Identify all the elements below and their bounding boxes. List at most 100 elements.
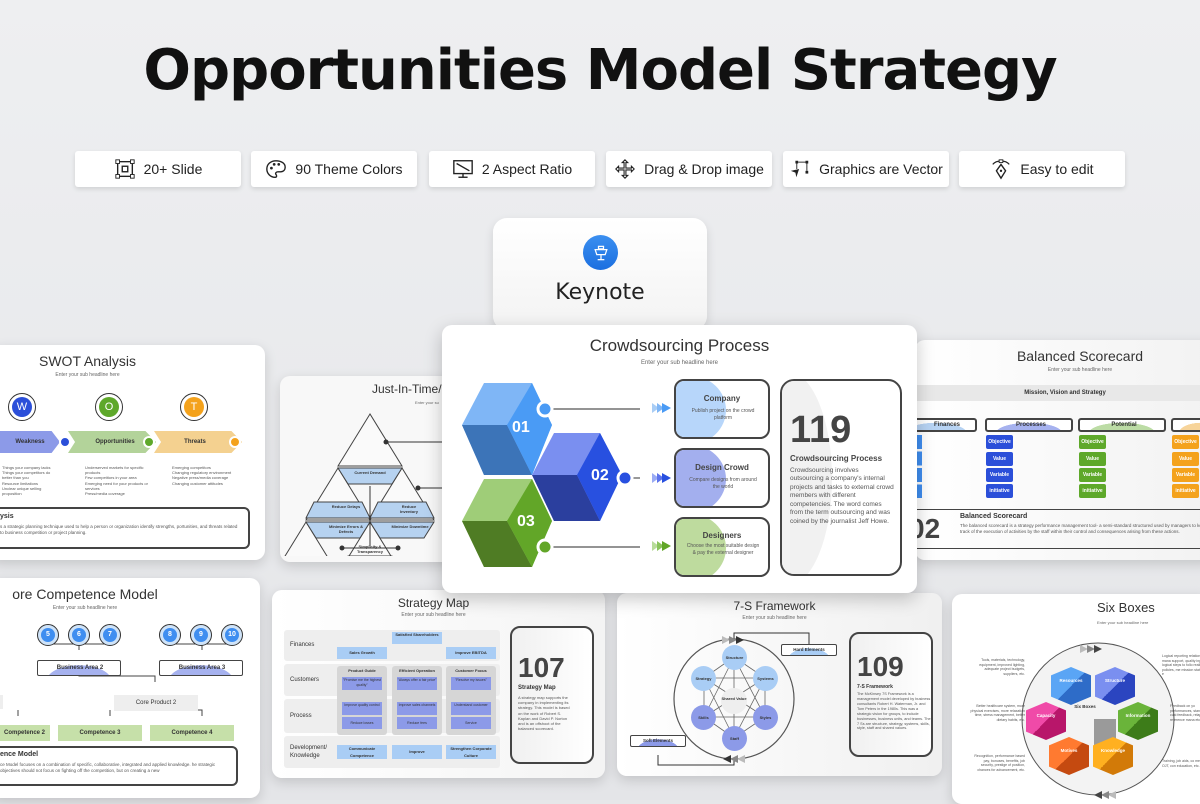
circle-number: 10 — [225, 628, 239, 642]
slide-subtitle: Enter your sub headline here — [401, 612, 466, 618]
slide-balanced-scorecard[interactable]: Balanced Scorecard Enter your sub headli… — [915, 340, 1200, 560]
row-pill: Variable — [986, 468, 1013, 482]
map-node: Improve sales channels — [397, 702, 437, 715]
mission-band: Mission, Vision and Strategy — [915, 385, 1200, 401]
core-description: ence Model ce Model focuses on a combina… — [0, 746, 238, 786]
row-pill: Variable — [1079, 468, 1106, 482]
slide-core-competence[interactable]: ore Competence Model Enter your sub head… — [0, 578, 260, 798]
map-node: "Always offer a fair price" — [397, 677, 437, 690]
jit-cell: Minimize Downtime — [391, 524, 429, 529]
map-node: Improve EBITDA — [446, 647, 496, 659]
map-column-header: Efficient Operation — [399, 668, 435, 673]
row-label: Process — [290, 713, 312, 719]
hex-number: 03 — [517, 513, 535, 530]
map-node: Improve — [392, 745, 442, 759]
step-card-designers: Designers Choose the most suitable desig… — [674, 517, 770, 577]
move-arrows-icon — [615, 159, 636, 179]
feature-label: Drag & Drop image — [644, 161, 764, 177]
map-node: Reduce losses — [342, 717, 382, 729]
swot-label: Threats — [184, 439, 206, 445]
map-node: Understand customer — [451, 702, 491, 715]
business-area: Business Area 3 — [159, 660, 243, 676]
slide-title: Strategy Map — [397, 596, 470, 610]
page-title: Opportunities Model Strategy — [143, 38, 1057, 103]
row-pill: Value — [986, 452, 1013, 466]
7s-node: Shared Value — [721, 688, 747, 714]
competence-box: Competence 3 — [58, 725, 142, 741]
row-pill: Objective — [986, 435, 1013, 449]
row-pill: initiative — [1172, 484, 1199, 498]
slide-subtitle: Enter your sub headline here — [640, 360, 719, 366]
competence-box: Competence 4 — [150, 725, 234, 741]
row-label: Customers — [290, 677, 320, 683]
slide-subtitle: Enter your sub headline here — [55, 372, 120, 378]
six-boxes-center: Six Boxes — [1074, 704, 1096, 709]
six-box: Information — [1118, 702, 1158, 740]
row-pill: Value — [1172, 452, 1199, 466]
six-box-note: Tools, materials, technology, equipment,… — [979, 658, 1025, 676]
number-panel: 107 Strategy Map A strategy map supports… — [510, 626, 594, 764]
swot-letter: T — [184, 397, 204, 417]
six-box: Capacity — [1026, 702, 1066, 740]
slide-7s-framework[interactable]: 7-S Framework Enter your sub headline he… — [617, 593, 942, 776]
big-number: 119 — [790, 409, 852, 451]
7s-node: Structure — [722, 645, 747, 670]
slide-subtitle: Enter your sub headline here — [742, 615, 807, 621]
map-node: Satisfied Shareholders — [392, 632, 442, 644]
slide-title: SWOT Analysis — [39, 353, 136, 369]
feature-badge-colors: 90 Theme Colors — [251, 151, 417, 187]
row-pill: initiative — [1079, 484, 1106, 498]
slide-title: ore Competence Model — [12, 586, 158, 602]
swot-label: Weakness — [15, 439, 45, 445]
six-box-note: Better healthcare system, more physical … — [970, 704, 1025, 722]
slide-strategy-map[interactable]: Strategy Map Enter your sub headline her… — [272, 590, 605, 778]
slide-six-boxes[interactable]: Six Boxes Enter your sub headline here R… — [952, 594, 1200, 804]
feature-badge-slides: 20+ Slide — [75, 151, 241, 187]
map-node: "Resolve my issues" — [451, 677, 491, 690]
six-box: Motives — [1049, 737, 1089, 775]
scorecard-column-header: Processes — [985, 418, 1073, 432]
swot-label: Opportunities — [95, 439, 135, 445]
slide-title: 7-S Framework — [733, 599, 816, 613]
circle-number: 6 — [72, 628, 86, 642]
competence-box: Competence 2 — [0, 725, 50, 741]
slide-title: Balanced Scorecard — [1016, 348, 1144, 364]
hex-number: 01 — [512, 419, 530, 436]
map-column-header: Product Guide — [348, 668, 376, 673]
slide-swot[interactable]: SWOT Analysis Enter your sub headline he… — [0, 345, 265, 560]
feature-label: Graphics are Vector — [819, 161, 943, 177]
number-panel: 109 7-S Framework The McKinsey 7S Framew… — [849, 632, 933, 757]
six-box: Structure — [1095, 667, 1135, 705]
slide-subtitle: Enter your su — [415, 400, 439, 405]
map-node: Reduce fees — [397, 717, 437, 729]
map-node: Improve quality control — [342, 702, 382, 715]
7s-node: Systems — [753, 666, 778, 691]
step-card-design-crowd: Design Crowd Compare designs from around… — [674, 448, 770, 508]
slide-subtitle: Enter your sub headline here — [52, 605, 118, 611]
circle-number: 8 — [163, 628, 177, 642]
slide-title: Six Boxes — [1097, 600, 1155, 615]
scorecard-column-header: Potential — [1078, 418, 1166, 432]
keynote-podium-icon — [583, 235, 618, 270]
row-pill: Objective — [1172, 435, 1199, 449]
feature-badge-drag: Drag & Drop image — [606, 151, 772, 187]
row-label: Finances — [290, 642, 315, 648]
six-box-note: Feedback on yo performances, standards, … — [1170, 704, 1200, 722]
slide-crowdsourcing-process[interactable]: Crowdsourcing Process Enter your sub hea… — [442, 325, 917, 593]
circle-number: 7 — [103, 628, 117, 642]
row-pill: Value — [1079, 452, 1106, 466]
hard-elements-label: Hard Elements — [781, 644, 837, 656]
jit-cell: Simplicity & Transparency — [356, 544, 383, 554]
scorecard-column-header: Finances — [915, 418, 977, 432]
slide-subtitle: Enter your sub headline here — [1097, 620, 1149, 625]
jit-cell: Reduce Inventory — [399, 504, 418, 514]
palette-icon — [266, 160, 287, 178]
slide-just-in-time[interactable]: Just-In-Time/ Enter your su Current Dema… — [280, 376, 460, 562]
pen-tool-icon — [992, 159, 1011, 180]
six-box: Knowledge — [1093, 737, 1133, 775]
row-label: Development/ Knowledge — [290, 745, 328, 759]
swot-letter: O — [99, 397, 119, 417]
soft-elements-label: Soft Elements — [630, 735, 686, 747]
six-box-note: Logical reporting relationships, mana su… — [1162, 654, 1200, 677]
jit-cell: Current Demand — [354, 470, 386, 475]
